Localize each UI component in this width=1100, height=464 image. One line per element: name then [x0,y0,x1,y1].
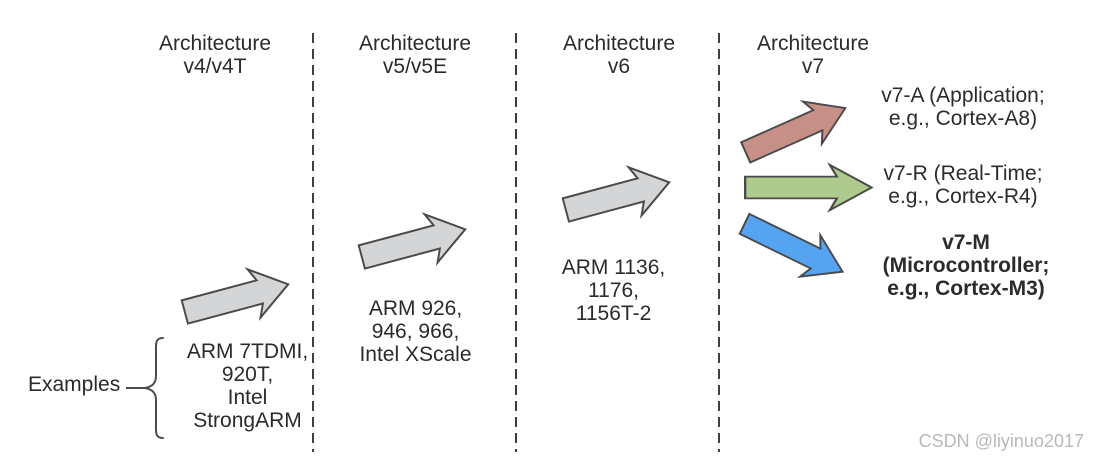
examples-list-v6: ARM 1136, 1176, 1156T-2 [561,256,666,325]
v7a-branch-label: v7-A (Application; e.g., Cortex-A8) [881,84,1045,130]
column-divider-1 [312,33,314,452]
evolution-arrow-v5-icon [357,212,467,270]
v7m-branch-arrow-icon [738,212,845,278]
watermark-text: CSDN @liyinuo2017 [918,431,1084,451]
examples-tick-line [126,387,146,389]
examples-brace-icon [144,337,164,439]
column-header-v4: Architecture v4/v4T [158,32,272,78]
v7a-branch-arrow-icon [739,100,847,164]
examples-list-v4: ARM 7TDMI, 920T, Intel StrongARM [186,340,309,432]
evolution-arrow-v4-icon [180,267,290,325]
examples-list-v5: ARM 926, 946, 966, Intel XScale [359,297,472,366]
column-header-v6: Architecture v6 [562,32,676,78]
column-header-v5: Architecture v5/v5E [358,32,472,78]
examples-label: Examples [28,373,121,396]
v7r-branch-label: v7-R (Real-Time; e.g., Cortex-R4) [883,162,1043,208]
column-divider-3 [718,33,720,452]
v7r-branch-arrow-icon [744,162,874,213]
column-header-v7: Architecture v7 [756,32,870,78]
column-divider-2 [515,33,517,452]
v7m-branch-label: v7-M (Microcontroller; e.g., Cortex-M3) [882,231,1050,300]
evolution-arrow-v6-icon [561,165,671,223]
